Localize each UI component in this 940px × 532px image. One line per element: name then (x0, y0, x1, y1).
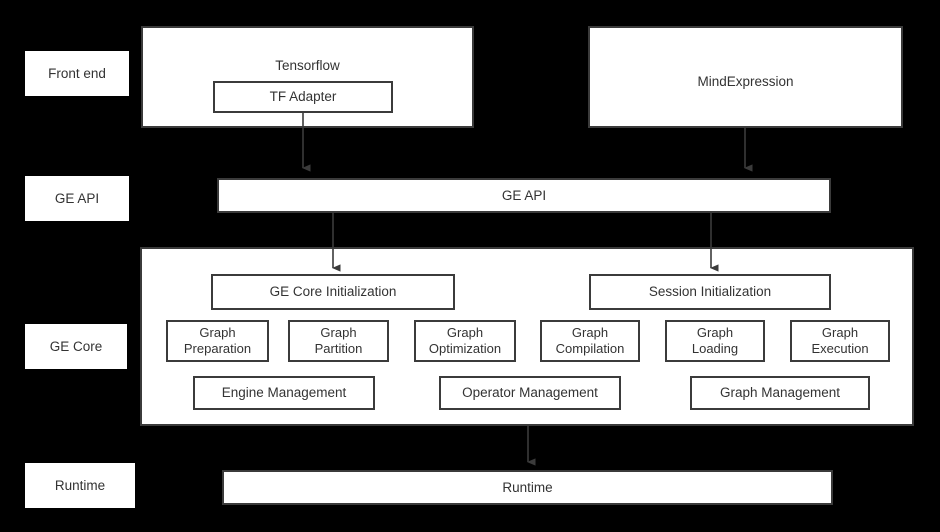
graph-loading-box[interactable]: Graph Loading (665, 320, 765, 362)
operator-management-label: Operator Management (462, 384, 598, 400)
session-initialization-label: Session Initialization (648, 283, 772, 299)
mindexpression-title: MindExpression (697, 74, 794, 89)
runtime-bar[interactable]: Runtime (222, 470, 833, 505)
runtime-bar-label: Runtime (502, 479, 553, 495)
mindexpression-container[interactable]: MindExpression (588, 26, 903, 128)
lane-label-front-end-text: Front end (48, 65, 106, 81)
graph-partition-label: Graph Partition (314, 325, 363, 356)
graph-management-box[interactable]: Graph Management (690, 376, 870, 410)
graph-optimization-label: Graph Optimization (428, 325, 502, 356)
lane-label-front-end: Front end (25, 51, 129, 96)
graph-execution-box[interactable]: Graph Execution (790, 320, 890, 362)
ge-api-bar[interactable]: GE API (217, 178, 831, 213)
graph-execution-label: Graph Execution (811, 325, 869, 356)
lane-label-ge-api-text: GE API (54, 190, 100, 206)
engine-management-label: Engine Management (221, 384, 347, 400)
ge-core-initialization-label: GE Core Initialization (269, 283, 397, 299)
ge-api-bar-label: GE API (501, 187, 547, 203)
graph-compilation-label: Graph Compilation (555, 325, 625, 356)
tf-adapter-label: TF Adapter (269, 89, 337, 105)
operator-management-box[interactable]: Operator Management (439, 376, 621, 410)
graph-preparation-box[interactable]: Graph Preparation (166, 320, 269, 362)
graph-compilation-box[interactable]: Graph Compilation (540, 320, 640, 362)
lane-label-ge-core-text: GE Core (49, 338, 103, 354)
graph-optimization-box[interactable]: Graph Optimization (414, 320, 516, 362)
graph-management-label: Graph Management (719, 384, 841, 400)
lane-label-runtime-text: Runtime (54, 477, 106, 493)
tensorflow-title: Tensorflow (275, 58, 340, 73)
session-initialization-box[interactable]: Session Initialization (589, 274, 831, 310)
graph-preparation-label: Graph Preparation (183, 325, 252, 356)
graph-partition-box[interactable]: Graph Partition (288, 320, 389, 362)
engine-management-box[interactable]: Engine Management (193, 376, 375, 410)
lane-label-ge-core: GE Core (25, 324, 127, 369)
tf-adapter-box[interactable]: TF Adapter (213, 81, 393, 113)
lane-label-runtime: Runtime (25, 463, 135, 508)
lane-label-ge-api: GE API (25, 176, 129, 221)
ge-core-initialization-box[interactable]: GE Core Initialization (211, 274, 455, 310)
graph-loading-label: Graph Loading (691, 325, 739, 356)
